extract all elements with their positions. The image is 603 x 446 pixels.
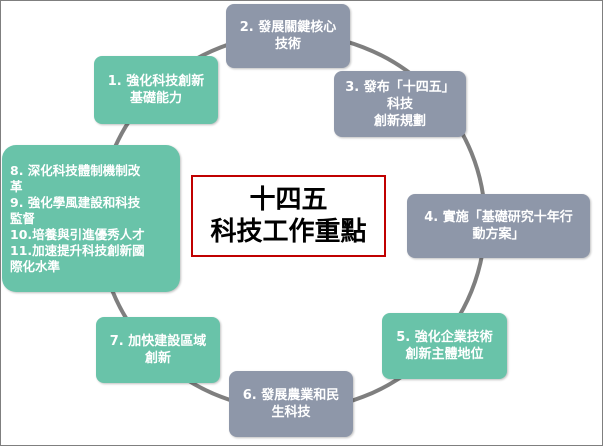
node-7-label: 7. 加快建設區域 創新 bbox=[109, 334, 207, 366]
node-5-label: 5. 強化企業技術 創新主體地位 bbox=[396, 330, 493, 362]
list-item: 8. 深化科技體制機制改 bbox=[10, 162, 141, 178]
list-item: 10.培養與引進優秀人才 bbox=[10, 226, 145, 242]
list-item: 監督 bbox=[10, 210, 36, 226]
list-item: 11.加速提升科技創新國 bbox=[10, 242, 145, 258]
list-item: 革 bbox=[10, 178, 23, 194]
node-3: 3. 發布「十四五」科技 創新規劃 bbox=[334, 71, 466, 137]
node-3-label: 3. 發布「十四五」科技 創新規劃 bbox=[345, 79, 455, 129]
node-1-label: 1. 強化科技創新 基礎能力 bbox=[107, 74, 205, 106]
node-5: 5. 強化企業技術 創新主體地位 bbox=[382, 313, 507, 379]
node-1: 1. 強化科技創新 基礎能力 bbox=[94, 56, 218, 124]
node-4-label: 4. 實施「基礎研究十年行 動方案」 bbox=[424, 210, 573, 242]
node-6: 6. 發展農業和民 生科技 bbox=[229, 371, 353, 437]
node-2: 2. 發展關鍵核心 技術 bbox=[226, 4, 350, 68]
list-item: 9. 強化學風建設和科技 bbox=[10, 194, 141, 210]
center-title-box: 十四五 科技工作重點 bbox=[191, 175, 386, 257]
center-title-line2: 科技工作重點 bbox=[210, 217, 367, 247]
node-8-11-list: 8. 深化科技體制機制改 革 9. 強化學風建設和科技 監督 10.培養與引進優… bbox=[2, 145, 180, 292]
node-6-label: 6. 發展農業和民 生科技 bbox=[242, 388, 340, 420]
node-list: 8. 深化科技體制機制改 革 9. 強化學風建設和科技 監督 10.培養與引進優… bbox=[10, 163, 145, 275]
node-4: 4. 實施「基礎研究十年行 動方案」 bbox=[407, 194, 590, 258]
node-7: 7. 加快建設區域 創新 bbox=[96, 317, 220, 383]
list-item: 際化水準 bbox=[10, 258, 61, 274]
node-2-label: 2. 發展關鍵核心 技術 bbox=[239, 20, 337, 52]
center-title-line1: 十四五 bbox=[249, 185, 328, 215]
